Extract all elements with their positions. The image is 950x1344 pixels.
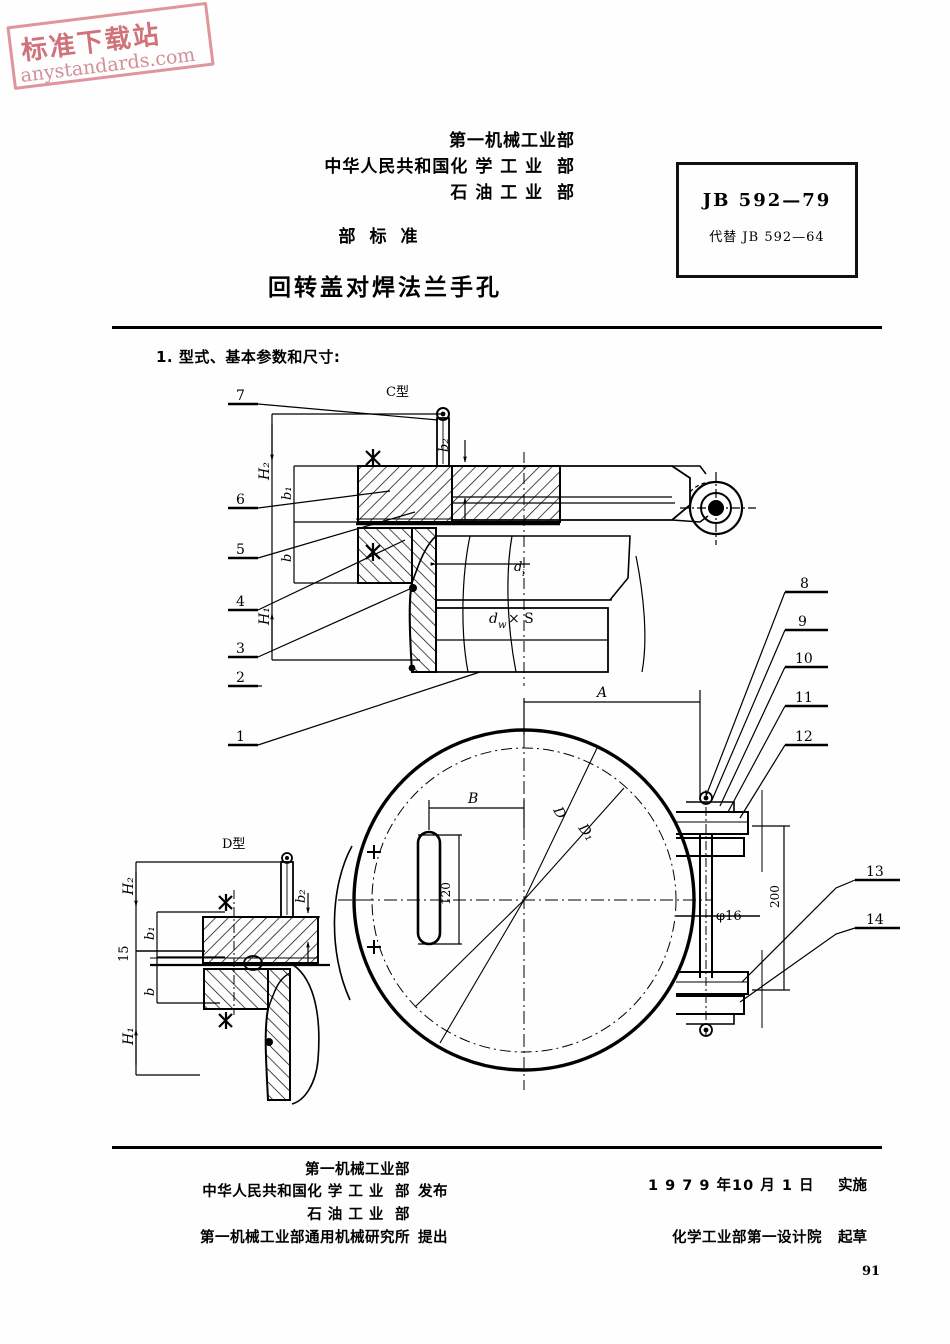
item-number-9: 9 bbox=[798, 614, 807, 630]
footer-publish-label: 发布 bbox=[418, 1184, 448, 1200]
dim-label-h2-d: H₂ bbox=[121, 877, 137, 896]
dim-label-b1: b₁ bbox=[280, 486, 295, 500]
item-number-13: 13 bbox=[866, 864, 884, 880]
dim-label-b2-d: b₂ bbox=[294, 889, 309, 903]
dim-label-b2: b₂ bbox=[437, 438, 452, 452]
dim-label-b-d: b bbox=[143, 988, 158, 996]
item-number-7: 7 bbox=[236, 388, 245, 404]
view-c-label: C型 bbox=[386, 385, 409, 400]
standard-number-box: JB 592—79 代替 JB 592—64 bbox=[676, 162, 858, 278]
standard-number: JB 592—79 bbox=[702, 190, 832, 211]
section-heading: 1. 型式、基本参数和尺寸: bbox=[156, 348, 341, 366]
item-number-5: 5 bbox=[236, 542, 245, 558]
dim-label-b1-d: b₁ bbox=[143, 926, 158, 940]
item-number-4: 4 bbox=[236, 594, 245, 610]
footer-divider bbox=[112, 1146, 882, 1149]
watermark-stamp: 标准下载站 anystandards.com bbox=[6, 1, 215, 98]
item-number-8: 8 bbox=[800, 576, 809, 592]
footer-implementation-date: 1 9 7 9 年10 月 1 日 bbox=[648, 1178, 815, 1194]
item-number-15: 15 bbox=[117, 945, 132, 962]
item-number-10: 10 bbox=[795, 651, 813, 667]
page-number: 91 bbox=[862, 1264, 881, 1279]
item-number-1: 1 bbox=[236, 729, 245, 745]
dim-label-dw-times-s: × S bbox=[508, 611, 534, 627]
footer-issuer-line-3: 石 油 工 业 部 bbox=[307, 1207, 410, 1223]
footer-draft-label: 起草 bbox=[838, 1230, 867, 1246]
footer-drafting-institute: 化学工业部第一设计院 bbox=[672, 1230, 822, 1246]
issuing-ministries-header: 第一机械工业部 中华人民共和国化 学 工 业 部 石 油 工 业 部 bbox=[324, 131, 575, 203]
dim-label-h1: H₁ bbox=[257, 607, 273, 626]
dim-label-phi16: φ16 bbox=[716, 909, 742, 924]
footer-propose-label: 提出 bbox=[418, 1230, 448, 1246]
item-number-2: 2 bbox=[236, 670, 245, 686]
item-number-14: 14 bbox=[866, 912, 884, 928]
dim-label-D: D bbox=[549, 803, 569, 821]
footer-issuer-line-1: 第一机械工业部 bbox=[305, 1162, 410, 1178]
superseded-standard: 代替 JB 592—64 bbox=[709, 230, 825, 245]
footer-proposer: 第一机械工业部通用机械研究所 bbox=[200, 1230, 410, 1246]
item-number-11: 11 bbox=[795, 690, 813, 706]
standard-type-label: 部标准 bbox=[338, 227, 432, 247]
dim-label-di-sub: i bbox=[522, 569, 525, 579]
dim-label-A: A bbox=[595, 685, 607, 701]
dim-label-dw: d bbox=[489, 611, 498, 627]
dim-label-h1-d: H₁ bbox=[121, 1027, 137, 1046]
item-number-12: 12 bbox=[795, 729, 813, 745]
footer-implement-label: 实施 bbox=[838, 1178, 867, 1194]
dim-label-D1: D₁ bbox=[574, 820, 597, 844]
view-d-label: D型 bbox=[222, 837, 245, 852]
dim-label-120: 120 bbox=[439, 882, 453, 905]
dim-label-B: B bbox=[467, 791, 478, 807]
item-number-3: 3 bbox=[236, 641, 245, 657]
dim-label-h2: H₂ bbox=[257, 462, 273, 481]
page-title: 回转盖对焊法兰手孔 bbox=[268, 275, 502, 301]
footer-issuer-line-2: 中华人民共和国化 学 工 业 部 bbox=[202, 1184, 410, 1200]
header-divider bbox=[112, 326, 882, 329]
dim-label-di: d bbox=[514, 560, 522, 575]
item-number-6: 6 bbox=[236, 492, 245, 508]
dim-label-200: 200 bbox=[768, 885, 782, 908]
dim-label-b: b bbox=[280, 554, 295, 562]
dim-label-dw-sub: w bbox=[498, 620, 507, 631]
